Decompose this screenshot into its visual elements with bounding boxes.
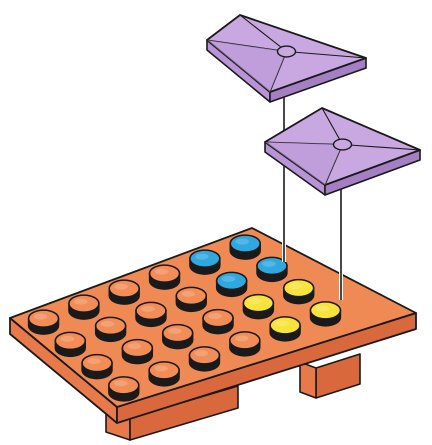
- stud-highlight: [74, 299, 88, 305]
- stud-highlight: [128, 343, 142, 349]
- stud-orange-r0-c2: [189, 347, 219, 371]
- stud-orange-r3-c3: [150, 265, 180, 289]
- stud-yellow-r0-c5: [310, 302, 340, 326]
- stud-highlight: [182, 291, 196, 297]
- upper-tile: [207, 15, 366, 102]
- stud-highlight: [262, 261, 276, 267]
- stud-highlight: [168, 328, 182, 334]
- stud-highlight: [34, 314, 48, 320]
- upper-tile-center-nub: [278, 46, 296, 57]
- lower-tile: [265, 108, 420, 195]
- stud-highlight: [61, 336, 75, 342]
- purple-tiles: [207, 15, 420, 195]
- stud-highlight: [87, 358, 101, 364]
- stud-blue-r2-c4: [217, 272, 247, 296]
- stud-yellow-r0-c4: [270, 317, 300, 341]
- lower-tile-center-nub: [334, 139, 352, 150]
- stud-yellow-r1-c5: [284, 280, 314, 304]
- stud-orange-r2-c1: [96, 317, 126, 341]
- stud-blue-r3-c5: [230, 235, 260, 259]
- stud-highlight: [235, 335, 249, 341]
- stud-orange-r0-c3: [230, 332, 260, 356]
- stud-orange-r2-c0: [55, 332, 85, 356]
- stud-highlight: [141, 306, 155, 312]
- stud-highlight: [114, 284, 128, 290]
- stud-highlight: [275, 320, 289, 326]
- plate-leg-right: [316, 354, 360, 398]
- stud-orange-r2-c3: [176, 287, 206, 311]
- stud-highlight: [289, 283, 303, 289]
- stud-orange-r1-c3: [203, 310, 233, 334]
- stud-yellow-r1-c4: [243, 295, 273, 319]
- stud-highlight: [208, 313, 222, 319]
- stud-orange-r1-c1: [122, 340, 152, 364]
- stud-orange-r2-c2: [136, 302, 166, 326]
- stud-highlight: [249, 298, 263, 304]
- stud-orange-r1-c2: [163, 325, 193, 349]
- stud-highlight: [222, 276, 236, 282]
- stud-highlight: [101, 321, 115, 327]
- stud-orange-r0-c1: [149, 362, 179, 386]
- stud-orange-r1-c0: [82, 355, 112, 379]
- stud-highlight: [316, 305, 330, 311]
- plate-leg-right-front: [300, 362, 316, 398]
- stud-orange-r3-c1: [69, 295, 99, 319]
- stud-orange-r3-c2: [109, 280, 139, 304]
- stud-highlight: [154, 365, 168, 371]
- stud-blue-r3-c4: [190, 250, 220, 274]
- stud-highlight: [235, 239, 249, 245]
- stud-highlight: [195, 350, 209, 356]
- stud-orange-r3-c0: [29, 310, 59, 334]
- stud-orange-r0-c0: [109, 377, 139, 401]
- stud-highlight: [155, 269, 169, 275]
- stud-highlight: [114, 380, 128, 386]
- stud-highlight: [195, 254, 209, 260]
